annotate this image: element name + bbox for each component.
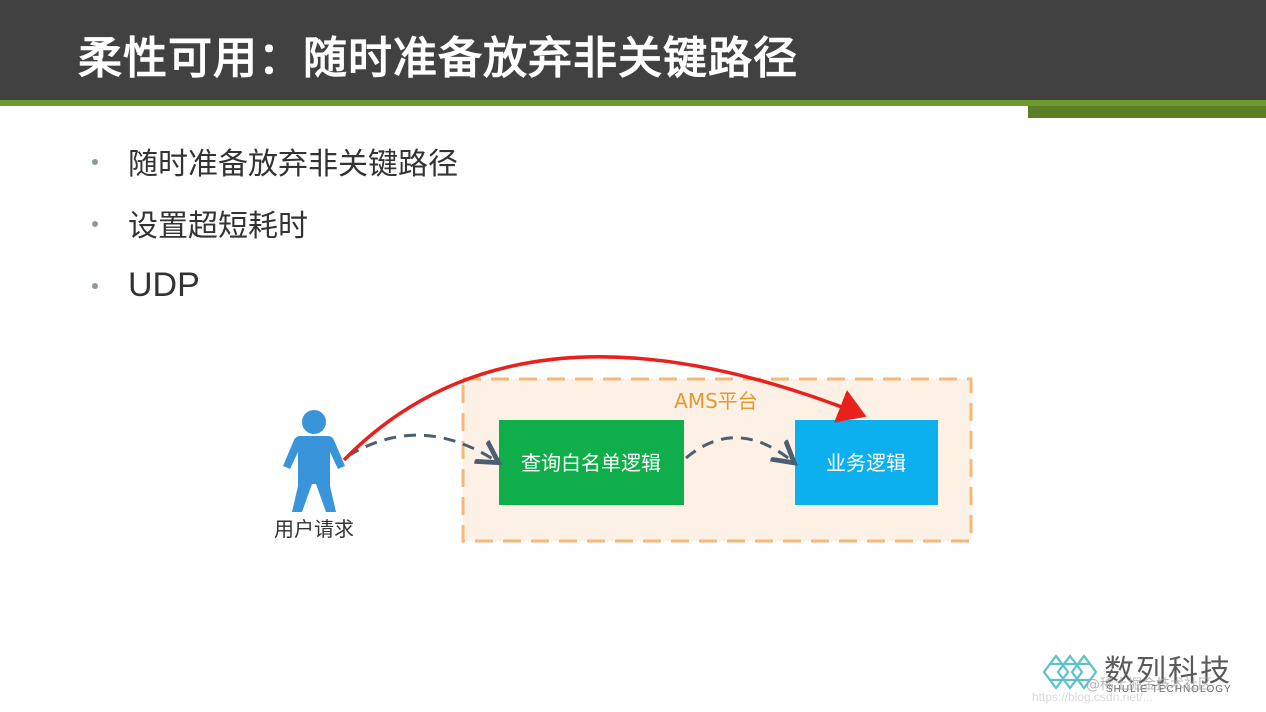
bullet-text: 随时准备放弃非关键路径 (128, 147, 458, 182)
business-box-label: 业务逻辑 (826, 451, 906, 475)
title-underline (0, 100, 1266, 106)
user-figure-icon (283, 410, 345, 512)
logo-name: 数列科技 (1104, 654, 1232, 689)
bullet-text: 设置超短耗时 (128, 209, 308, 244)
whitelist-box (499, 420, 684, 505)
bullet-list: 随时准备放弃非关键路径 设置超短耗时 UDP (92, 130, 458, 316)
bullet-text: UDP (128, 265, 200, 304)
bullet-dot-icon (92, 221, 98, 227)
watermark-url: https://blog.csdn.net/... (1032, 690, 1153, 704)
business-box (795, 420, 938, 505)
logo-subtitle: SHULIE TECHNOLOGY (1106, 684, 1232, 695)
red-arrow-user-to-business (342, 355, 867, 462)
dashed-arrow-whitelist-to-business (685, 436, 792, 461)
company-logo: 数列科技 SHULIE TECHNOLOGY (1040, 644, 1260, 704)
user-label: 用户请求 (274, 517, 354, 541)
bullet-dot-icon (92, 283, 98, 289)
platform-label: AMS平台 (674, 389, 758, 413)
whitelist-box-label: 查询白名单逻辑 (521, 451, 661, 475)
bullet-item: 随时准备放弃非关键路径 (92, 130, 458, 192)
slide-title: 柔性可用：随时准备放弃非关键路径 (78, 33, 798, 84)
bullet-dot-icon (92, 159, 98, 165)
bullet-item: 设置超短耗时 (92, 192, 458, 254)
title-underline-accent (1028, 106, 1266, 118)
logo-mark-icon (1042, 654, 1098, 690)
bullet-item: UDP (92, 254, 458, 316)
title-bar: 柔性可用：随时准备放弃非关键路径 (0, 0, 1266, 100)
watermark: @稀土掘金技术社区 (1086, 677, 1212, 693)
